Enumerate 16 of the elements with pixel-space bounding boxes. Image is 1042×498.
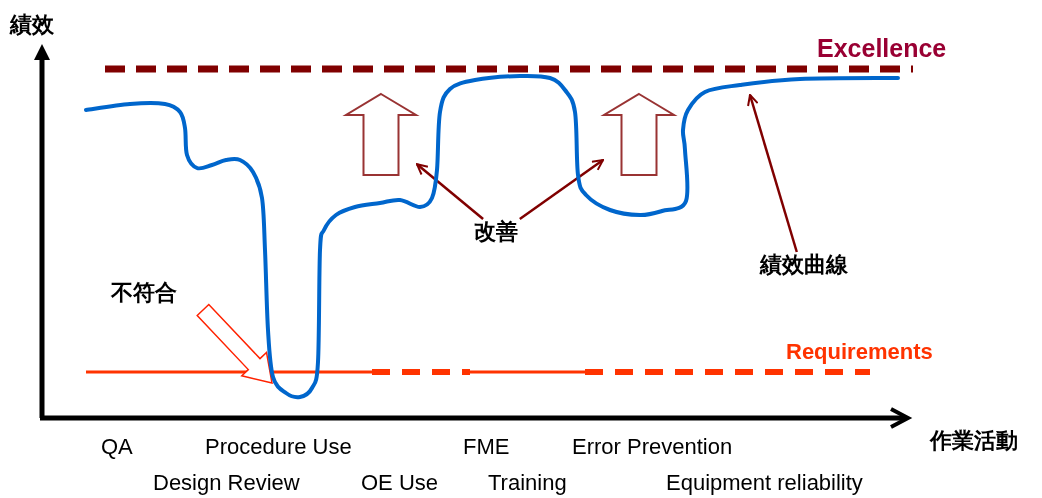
hollow-arrow xyxy=(196,303,273,384)
category-label: Procedure Use xyxy=(205,434,352,460)
category-label: QA xyxy=(101,434,133,460)
category-label: OE Use xyxy=(361,470,439,496)
category-label: Equipment reliability xyxy=(666,470,863,496)
category-label: Training xyxy=(488,470,567,496)
leader-arrow xyxy=(416,163,484,220)
leader-arrow xyxy=(747,94,798,253)
category-label: Error Prevention xyxy=(572,434,733,460)
leader-arrow xyxy=(519,159,604,220)
category-label: Design Review xyxy=(153,470,300,496)
category-label: FME xyxy=(463,434,510,460)
line-label: Requirements xyxy=(786,339,933,365)
axis-title: 績效 xyxy=(10,12,54,38)
line-label: Excellence xyxy=(817,35,947,61)
axis-title: 作業活動 xyxy=(930,428,1018,454)
